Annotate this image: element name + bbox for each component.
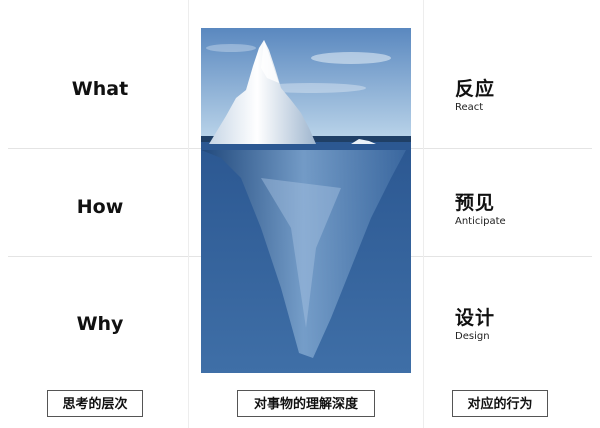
level-what: What [71, 78, 129, 100]
column-divider-right [423, 0, 424, 428]
level-how: How [76, 196, 124, 218]
behavior-react-zh: 反应 [455, 78, 496, 100]
caption-corresponding-behavior: 对应的行为 [452, 390, 548, 417]
behavior-react: 反应 React [455, 78, 495, 115]
behavior-react-en: React [455, 102, 484, 113]
caption-understanding-depth: 对事物的理解深度 [237, 390, 375, 417]
behavior-anticipate-en: Anticipate [455, 216, 506, 227]
behavior-design-zh: 设计 [455, 307, 496, 329]
behavior-design: 设计 Design [455, 307, 495, 344]
column-divider-left [188, 0, 189, 428]
behavior-anticipate: 预见 Anticipate [455, 192, 506, 229]
behavior-anticipate-zh: 预见 [455, 192, 496, 214]
caption-thinking-levels: 思考的层次 [47, 390, 143, 417]
level-why: Why [76, 313, 124, 335]
behavior-design-en: Design [455, 331, 490, 342]
iceberg-image [201, 28, 411, 373]
